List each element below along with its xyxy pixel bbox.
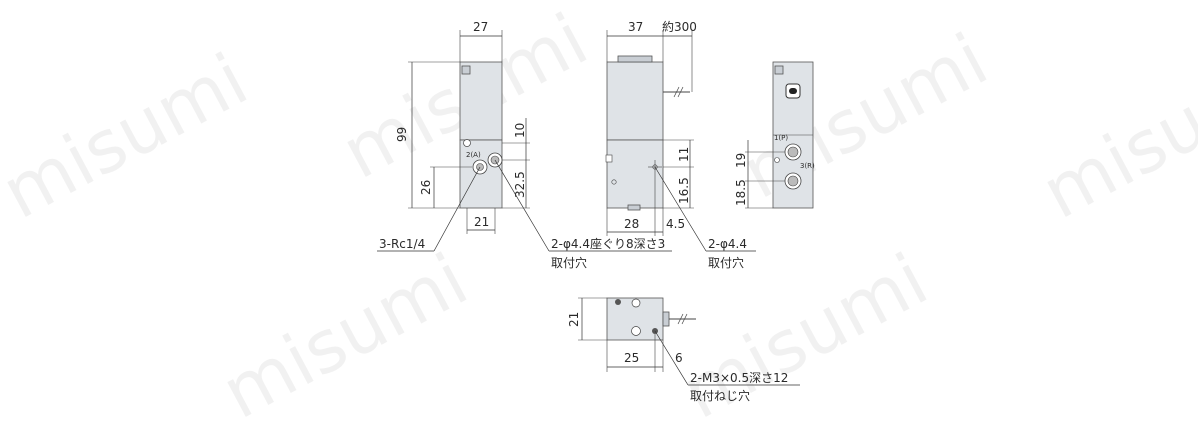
dim-10: 10: [513, 123, 527, 138]
port-r-label: 3(R): [800, 162, 815, 170]
dim-25: 25: [624, 351, 639, 365]
dim-28: 28: [624, 217, 639, 231]
callout-hole-sub: 取付穴: [708, 255, 744, 270]
svg-text:misumi: misumi: [729, 17, 1001, 215]
dim-16-5: 16.5: [677, 177, 691, 204]
dim-6: 6: [675, 351, 683, 365]
dim-27: 27: [473, 20, 488, 34]
dim-21-bottom: 21: [567, 312, 581, 327]
side-valve-body: [606, 139, 664, 209]
callouts: 3-Rc1/4 2-φ4.4座ぐり8深さ3 取付穴 2-φ4.4 取付穴 2-M…: [377, 159, 800, 403]
svg-text:misumi: misumi: [0, 37, 261, 235]
dim-32-5: 32.5: [513, 171, 527, 198]
callout-rc: 3-Rc1/4: [379, 237, 425, 251]
svg-text:misumi: misumi: [1029, 37, 1198, 235]
front-connector: [461, 65, 471, 75]
front-view: 2(A) 27 99 26 10 32.5 21: [395, 20, 530, 234]
bottom-view: 21 25 6: [567, 297, 696, 372]
port-p-label: 1(P): [774, 134, 788, 142]
right-view: 1(P) 3(R) 19 18.5: [734, 61, 815, 209]
side-view: 37 約300 11 16.5 28 4.5: [605, 19, 697, 236]
side-mount-hole-left: [611, 179, 617, 185]
dim-18-5: 18.5: [734, 179, 748, 206]
callout-thread-sub: 取付ねじ穴: [690, 388, 750, 403]
dim-99: 99: [395, 127, 409, 142]
callout-counterbore-sub: 取付穴: [551, 255, 587, 270]
svg-text:misumi: misumi: [209, 237, 481, 430]
dim-37: 37: [628, 20, 643, 34]
callout-hole: 2-φ4.4: [708, 237, 747, 251]
dim-26: 26: [419, 180, 433, 195]
port-a-label: 2(A): [466, 151, 481, 159]
callout-counterbore: 2-φ4.4座ぐり8深さ3: [551, 236, 665, 251]
dim-cable-300: 約300: [662, 19, 697, 34]
dim-21-front: 21: [474, 215, 489, 229]
dim-4-5: 4.5: [666, 217, 685, 231]
dim-19: 19: [734, 153, 748, 168]
callout-thread: 2-M3×0.5深さ12: [690, 371, 788, 385]
side-coil-body: [606, 61, 664, 141]
side-cap: [617, 55, 653, 63]
dim-11: 11: [677, 147, 691, 162]
front-mount-hole-top: [463, 139, 471, 147]
